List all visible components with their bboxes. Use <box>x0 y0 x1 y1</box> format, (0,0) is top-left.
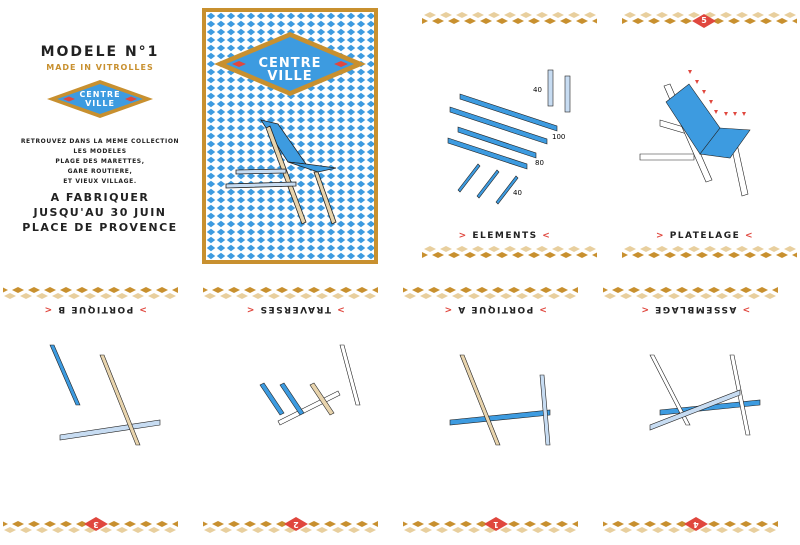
caption-text: PLATELAGE <box>669 231 741 241</box>
page-platelage: 5 > PLATELAGE < <box>600 0 800 272</box>
logo-line-1: CENTRE <box>79 90 121 99</box>
chevron-left-icon: < <box>245 304 255 314</box>
chevron-left-icon: < <box>639 304 649 314</box>
page-number: 3 <box>93 520 99 529</box>
collection-line: LES MODELES <box>73 148 127 155</box>
caption: > ASSEMBLAGE < <box>590 304 800 314</box>
page-number-badge: 1 <box>484 517 508 531</box>
chevron-left-icon: < <box>744 231 754 241</box>
diamond-border <box>422 12 597 24</box>
page-number: 1 <box>493 520 499 529</box>
dim-label: 40 <box>533 86 542 94</box>
page-number-badge: 4 <box>684 517 708 531</box>
collection-line: ET VIEUX VILLAGE. <box>63 178 137 185</box>
chair-icon <box>225 119 337 225</box>
diamond-border <box>403 287 578 299</box>
call-line: PLACE DE PROVENCE <box>22 221 178 234</box>
portique-b-illustration <box>49 344 161 446</box>
chevron-left-icon: < <box>43 304 53 314</box>
traverses-illustration <box>259 344 361 426</box>
chevron-right-icon: > <box>335 304 345 314</box>
logo-line-1: CENTRE <box>258 56 322 71</box>
dim-label: 100 <box>552 133 565 141</box>
caption: > TRAVERSES < <box>190 304 400 314</box>
dim-label: 80 <box>535 159 544 167</box>
diamond-border <box>603 287 778 299</box>
call-to-action: A FABRIQUER JUSQU'AU 30 JUIN PLACE DE PR… <box>0 190 200 235</box>
model-title: MODELE N°1 <box>40 44 160 60</box>
chevron-right-icon: > <box>537 304 547 314</box>
page-number: 4 <box>693 520 699 529</box>
diamond-border <box>422 246 597 258</box>
caption: > PLATELAGE < <box>600 231 800 241</box>
chevron-right-icon: > <box>458 231 468 241</box>
call-line: A FABRIQUER <box>50 191 150 204</box>
platelage-illustration <box>639 70 751 197</box>
page-assemblage: 4 > ASSEMBLAGE < <box>600 273 800 545</box>
chevron-right-icon: > <box>656 231 666 241</box>
page-number: 5 <box>701 16 707 25</box>
nail-arrows-icon <box>688 70 746 116</box>
diamond-border <box>3 287 178 299</box>
page-number-badge: 5 <box>692 14 716 28</box>
diamond-border <box>203 287 378 299</box>
centre-ville-logo <box>47 80 153 118</box>
call-line: JUSQU'AU 30 JUIN <box>33 206 167 219</box>
model-subtitle: MADE IN VITROLLES <box>46 63 154 72</box>
cover-illustration <box>206 12 374 260</box>
caption-text: ELEMENTS <box>472 231 538 241</box>
elements-illustration: 40 100 80 40 <box>447 69 571 205</box>
chevron-right-icon: > <box>137 304 147 314</box>
page-number-badge: 2 <box>284 517 308 531</box>
collection-line: PLAGE DES MARETTES, <box>55 158 145 165</box>
collection-text: RETROUVEZ DANS LA MEME COLLECTION LES MO… <box>0 137 200 187</box>
caption-text: PORTIQUE A <box>456 304 534 314</box>
bottom-row-rotated: 3 > PORTIQUE B < 2 > TRAVERSES < 1 > POR… <box>0 273 800 545</box>
page-portique-b: 3 > PORTIQUE B < <box>0 273 200 545</box>
diamond-border <box>622 246 797 258</box>
collection-line: GARE ROUTIERE, <box>67 168 133 175</box>
assemblage-illustration <box>649 354 761 436</box>
page-number: 2 <box>293 520 299 529</box>
caption: > PORTIQUE A < <box>390 304 600 314</box>
logo-line-2: VILLE <box>267 69 313 84</box>
chevron-left-icon: < <box>542 231 552 241</box>
chevron-left-icon: < <box>443 304 453 314</box>
page-elements: 40 100 80 40 > ELEMENTS < <box>400 0 600 272</box>
chevron-right-icon: > <box>741 304 751 314</box>
dim-label: 40 <box>513 189 522 197</box>
page-number-badge: 3 <box>84 517 108 531</box>
portique-a-illustration <box>449 354 551 446</box>
caption: > PORTIQUE B < <box>0 304 200 314</box>
caption-text: PORTIQUE B <box>56 304 134 314</box>
page-traverses: 2 > TRAVERSES < <box>200 273 400 545</box>
logo-line-2: VILLE <box>85 99 115 108</box>
collection-line: RETROUVEZ DANS LA MEME COLLECTION <box>20 138 180 145</box>
caption: > ELEMENTS < <box>400 231 610 241</box>
caption-text: ASSEMBLAGE <box>653 304 737 314</box>
page-portique-a: 1 > PORTIQUE A < <box>400 273 600 545</box>
caption-text: TRAVERSES <box>258 304 332 314</box>
